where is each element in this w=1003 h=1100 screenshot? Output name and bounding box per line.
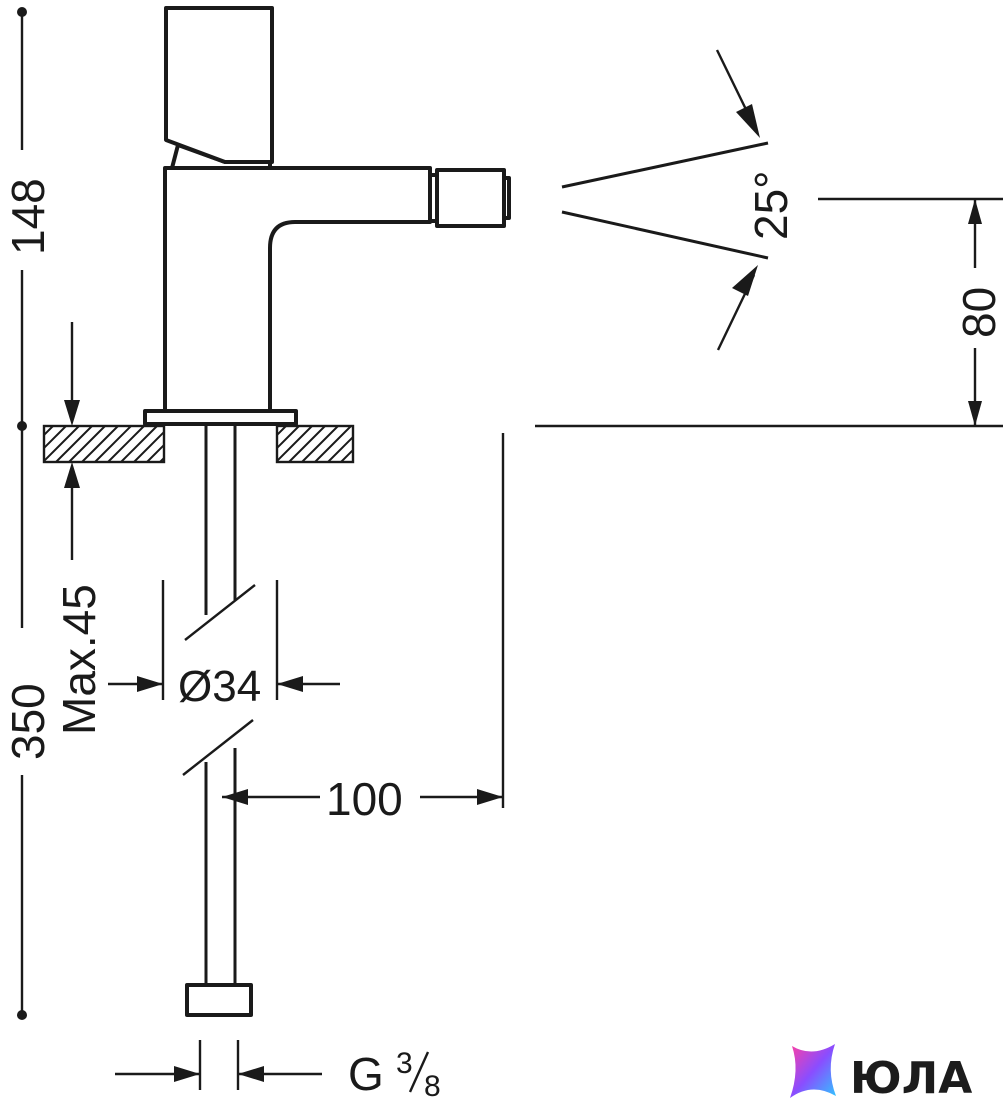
connection-prefix: G	[348, 1048, 384, 1100]
fraction-bar	[408, 1051, 430, 1093]
spray-nozzle	[435, 168, 506, 228]
faucet	[143, 6, 511, 426]
hatch-line	[327, 435, 353, 462]
arrow-head	[222, 789, 248, 805]
countertop-section	[42, 424, 416, 464]
arrow-head	[174, 1066, 200, 1082]
arrow-head	[238, 1066, 264, 1082]
spout-height-label: 80	[953, 287, 1003, 338]
spray-angle-indicator: 25°	[561, 49, 797, 351]
hatch-line	[94, 426, 132, 462]
hatch-line	[314, 426, 352, 462]
dimension-node	[17, 421, 27, 431]
arrow-head	[64, 400, 80, 426]
hatch-line	[159, 456, 164, 462]
hatch-line	[44, 426, 54, 437]
brand-watermark: ЮЛА	[790, 1044, 972, 1100]
arrow-head	[64, 462, 80, 488]
hatch-line	[186, 426, 222, 462]
arrow-head	[968, 199, 982, 224]
hatch-line	[68, 426, 106, 462]
faucet-body	[163, 166, 432, 413]
hatch-line	[367, 426, 403, 462]
hatch-line	[301, 426, 339, 462]
arrow-head	[137, 676, 163, 692]
hatch-line	[380, 426, 416, 462]
arrow-head	[277, 676, 303, 692]
hatch-left	[44, 426, 235, 462]
hole-diameter-label: Ø34	[178, 662, 261, 711]
dimension-80: 80	[953, 199, 1003, 426]
nozzle-tip	[502, 176, 511, 220]
hatch-line	[340, 448, 353, 462]
hatch-line	[133, 430, 164, 462]
dimension-node	[17, 1010, 27, 1020]
dimension-max-deck: Max.45	[53, 322, 105, 735]
max-deck-label: Max.45	[53, 584, 105, 735]
hatch-line	[277, 426, 287, 437]
dimension-connection-thread: G 3 8	[115, 1040, 441, 1100]
hatch-line	[277, 426, 313, 462]
hatch-line	[44, 426, 67, 450]
hatch-right	[237, 426, 416, 462]
height-350-label: 350	[2, 683, 54, 760]
dimension-total-height: 148 350	[2, 7, 54, 1020]
hatch-line	[277, 426, 300, 450]
height-148-label: 148	[2, 178, 54, 255]
dimension-hole-diameter: Ø34	[108, 580, 340, 711]
hatch-line	[146, 443, 164, 462]
arrow-head	[477, 789, 503, 805]
brand-logo-icon	[790, 1044, 836, 1098]
connection-denominator: 8	[424, 1070, 441, 1100]
hatch-line	[107, 426, 145, 462]
arrow-head	[736, 104, 760, 138]
supply-tube	[182, 424, 256, 1017]
hatch-line	[199, 426, 235, 462]
hatch-line	[55, 426, 93, 462]
arrow-head	[732, 265, 758, 296]
hatch-line	[81, 426, 119, 462]
hatch-line	[288, 426, 326, 462]
hatch-line	[354, 426, 390, 462]
dimension-node	[17, 7, 27, 17]
arrow-head	[968, 401, 982, 426]
spout-reach-label: 100	[326, 773, 403, 825]
break-mark-upper	[184, 584, 256, 641]
hatch-line	[173, 426, 209, 462]
spray-angle-label: 25°	[745, 170, 797, 240]
brand-logo-text: ЮЛА	[850, 1053, 972, 1100]
dimension-spout-reach: 100	[222, 773, 503, 825]
break-mark-lower	[182, 719, 254, 776]
connection-numerator: 3	[396, 1047, 413, 1080]
hatch-line	[120, 426, 158, 462]
connector-nut	[185, 983, 253, 1017]
hatch-line	[44, 426, 80, 462]
hatch-line	[237, 426, 273, 462]
handle	[164, 6, 274, 164]
